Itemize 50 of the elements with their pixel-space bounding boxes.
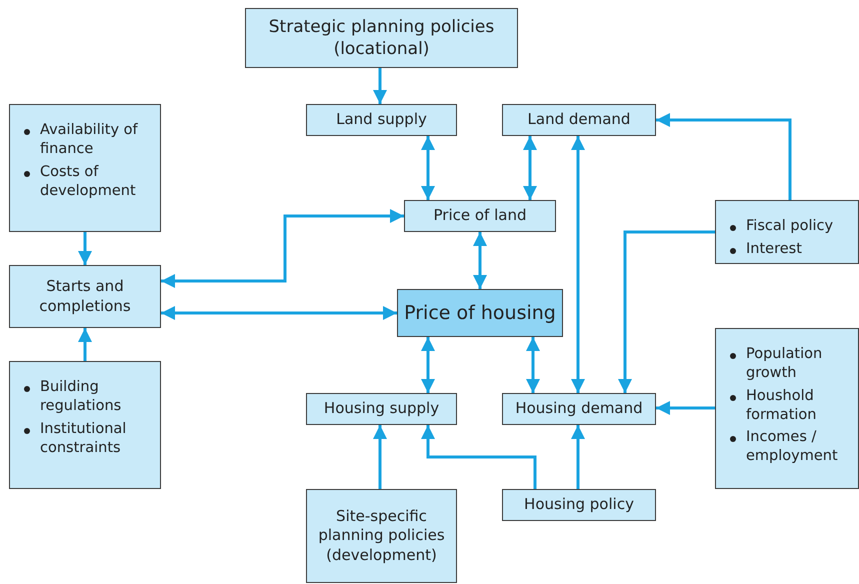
arrow bbox=[78, 328, 92, 361]
arrow bbox=[656, 401, 715, 415]
process-box bbox=[306, 489, 457, 583]
process-box bbox=[9, 361, 161, 489]
box-label: Starts and completions bbox=[38, 277, 132, 316]
box-label: Housing demand bbox=[515, 399, 643, 419]
bullet-item: Availability of finance bbox=[40, 121, 139, 159]
process-box bbox=[502, 393, 656, 425]
process-box bbox=[306, 393, 457, 425]
bullet-item: Incomes / employment bbox=[746, 428, 839, 466]
bullet-item: Population growth bbox=[746, 345, 824, 383]
process-box bbox=[502, 489, 656, 521]
box-label: Housing policy bbox=[524, 495, 634, 515]
box-label: Site-specific planning policies (development) bbox=[317, 506, 446, 566]
arrow bbox=[421, 425, 536, 489]
process-box bbox=[397, 289, 563, 337]
box-label: Housing supply bbox=[324, 399, 440, 419]
arrow bbox=[656, 113, 792, 200]
arrow bbox=[526, 337, 540, 393]
arrow bbox=[473, 232, 487, 289]
process-box bbox=[715, 200, 859, 264]
arrow bbox=[618, 230, 715, 393]
arrow bbox=[161, 306, 397, 320]
box-label: Land supply bbox=[336, 110, 427, 130]
arrow bbox=[421, 337, 435, 393]
arrow bbox=[523, 136, 537, 200]
bullet-item: Building regulations bbox=[40, 378, 122, 416]
arrow bbox=[571, 425, 585, 489]
process-box bbox=[502, 104, 656, 136]
arrow bbox=[571, 136, 585, 393]
process-box bbox=[306, 104, 457, 136]
process-box bbox=[715, 328, 859, 489]
bullet-item: Fiscal policy bbox=[746, 217, 834, 236]
box-label: Price of land bbox=[434, 206, 526, 226]
arrow bbox=[373, 68, 387, 104]
arrow bbox=[161, 209, 404, 288]
process-box bbox=[9, 104, 161, 232]
arrow bbox=[421, 136, 435, 200]
arrow bbox=[373, 425, 387, 489]
box-label: Price of housing bbox=[404, 300, 556, 326]
bullet-item: Institutional constraints bbox=[40, 420, 128, 458]
box-label: Land demand bbox=[528, 110, 630, 130]
bullet-item: Interest bbox=[746, 240, 802, 259]
process-box bbox=[404, 200, 556, 232]
process-box bbox=[9, 265, 161, 328]
bullet-item: Costs of development bbox=[40, 162, 137, 200]
bullet-item: Houshold formation bbox=[746, 386, 818, 424]
arrow bbox=[78, 232, 92, 265]
box-label: Strategic planning policies (locational) bbox=[268, 16, 496, 60]
process-box bbox=[245, 8, 518, 68]
